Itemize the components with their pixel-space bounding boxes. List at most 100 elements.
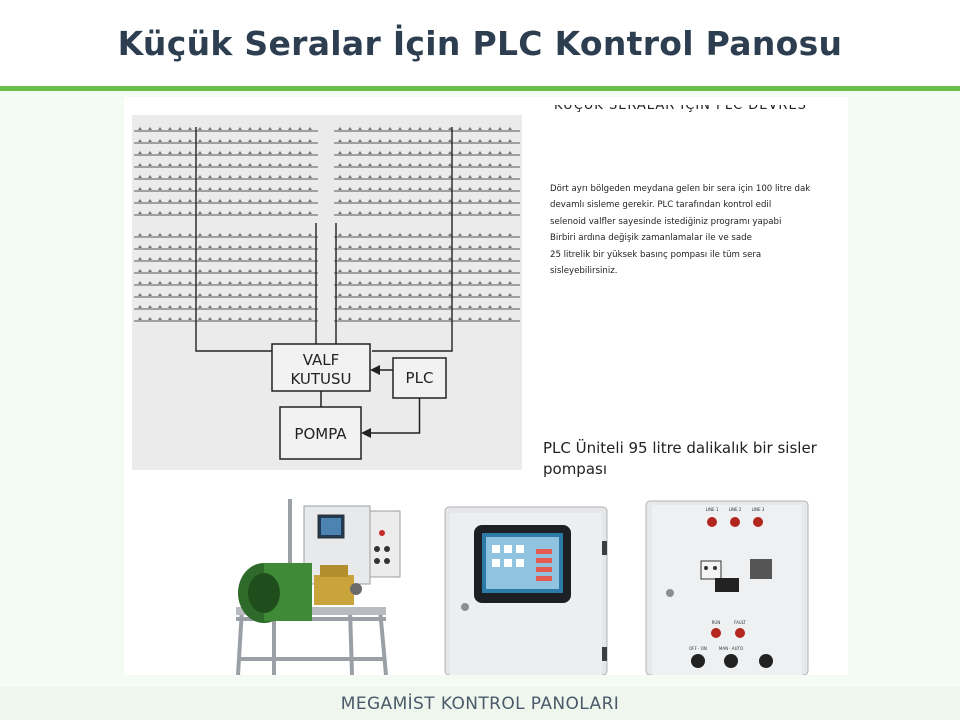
- nozzle-marker: [348, 151, 352, 154]
- nozzle-marker: [228, 281, 232, 284]
- nozzle-marker: [288, 293, 292, 296]
- nozzle-marker: [138, 317, 142, 320]
- nozzle-marker: [198, 139, 202, 142]
- nozzle-marker: [408, 139, 412, 142]
- nozzle-marker: [438, 281, 442, 284]
- nozzle-marker: [388, 127, 392, 130]
- nozzle-marker: [168, 233, 172, 236]
- nozzle-marker: [188, 175, 192, 178]
- nozzle-marker: [188, 199, 192, 202]
- nozzle-marker: [298, 163, 302, 166]
- nozzle-marker: [498, 305, 502, 308]
- nozzle-marker: [358, 317, 362, 320]
- nozzle-marker: [238, 281, 242, 284]
- nozzle-marker: [418, 127, 422, 130]
- nozzle-marker: [438, 317, 442, 320]
- nozzle-marker: [238, 163, 242, 166]
- nozzle-marker: [278, 211, 282, 214]
- nozzle-marker: [378, 305, 382, 308]
- nozzle-marker: [448, 139, 452, 142]
- nozzle-marker: [248, 269, 252, 272]
- nozzle-marker: [368, 245, 372, 248]
- nozzle-marker: [298, 317, 302, 320]
- nozzle-marker: [178, 317, 182, 320]
- nozzle-marker: [388, 175, 392, 178]
- nozzle-marker: [218, 139, 222, 142]
- nozzle-marker: [398, 281, 402, 284]
- nozzle-marker: [368, 175, 372, 178]
- nozzle-marker: [178, 257, 182, 260]
- nozzle-marker: [408, 151, 412, 154]
- nozzle-marker: [158, 245, 162, 248]
- paragraph-line: 25 litrelik bir yüksek basınç pompası il…: [550, 249, 762, 260]
- nozzle-marker: [198, 257, 202, 260]
- nozzle-marker: [428, 281, 432, 284]
- nozzle-marker: [498, 233, 502, 236]
- nozzle-marker: [188, 293, 192, 296]
- nozzle-marker: [338, 199, 342, 202]
- nozzle-marker: [508, 269, 512, 272]
- nozzle-marker: [468, 151, 472, 154]
- nozzle-marker: [238, 151, 242, 154]
- nozzle-marker: [498, 257, 502, 260]
- nozzle-marker: [218, 257, 222, 260]
- nozzle-marker: [238, 211, 242, 214]
- nozzle-marker: [338, 175, 342, 178]
- nozzle-marker: [388, 211, 392, 214]
- nozzle-marker: [508, 245, 512, 248]
- nozzle-marker: [388, 269, 392, 272]
- nozzle-marker: [448, 281, 452, 284]
- nozzle-marker: [148, 317, 152, 320]
- nozzle-marker: [388, 257, 392, 260]
- nozzle-marker: [388, 305, 392, 308]
- nozzle-marker: [198, 163, 202, 166]
- nozzle-marker: [168, 305, 172, 308]
- nozzle-marker: [308, 257, 312, 260]
- nozzle-marker: [278, 317, 282, 320]
- nozzle-marker: [218, 269, 222, 272]
- nozzle-marker: [138, 139, 142, 142]
- nozzle-marker: [248, 257, 252, 260]
- nozzle-marker: [348, 281, 352, 284]
- nozzle-marker: [258, 127, 262, 130]
- nozzle-marker: [298, 199, 302, 202]
- feed-lines: [195, 127, 453, 352]
- nozzle-marker: [348, 199, 352, 202]
- nozzle-marker: [448, 127, 452, 130]
- nozzle-marker: [208, 175, 212, 178]
- nozzle-marker: [498, 175, 502, 178]
- nozzle-marker: [418, 245, 422, 248]
- nozzle-marker: [418, 139, 422, 142]
- nozzle-marker: [388, 245, 392, 248]
- nozzle-marker: [218, 211, 222, 214]
- nozzle-marker: [208, 199, 212, 202]
- nozzle-marker: [478, 199, 482, 202]
- nozzle-marker: [138, 269, 142, 272]
- nozzle-marker: [358, 281, 362, 284]
- nozzle-marker: [298, 211, 302, 214]
- paragraph-line: Dört ayrı bölgeden meydana gelen bir ser…: [550, 184, 811, 194]
- nozzle-marker: [448, 305, 452, 308]
- nozzle-marker: [468, 163, 472, 166]
- nozzle-marker: [258, 317, 262, 320]
- nozzle-marker: [378, 163, 382, 166]
- nozzle-marker: [188, 151, 192, 154]
- plc-box-label: PLC: [406, 369, 434, 387]
- nozzle-marker: [198, 211, 202, 214]
- nozzle-marker: [238, 175, 242, 178]
- nozzle-marker: [338, 257, 342, 260]
- nozzle-marker: [208, 305, 212, 308]
- nozzle-marker: [358, 187, 362, 190]
- nozzle-marker: [438, 199, 442, 202]
- nozzle-marker: [368, 293, 372, 296]
- nozzle-marker: [248, 199, 252, 202]
- nozzle-marker: [398, 269, 402, 272]
- nozzle-marker: [438, 269, 442, 272]
- nozzle-marker: [138, 245, 142, 248]
- nozzle-marker: [278, 305, 282, 308]
- nozzle-marker: [228, 175, 232, 178]
- nozzle-marker: [488, 281, 492, 284]
- nozzle-marker: [488, 127, 492, 130]
- nozzle-marker: [408, 187, 412, 190]
- nozzle-marker: [338, 127, 342, 130]
